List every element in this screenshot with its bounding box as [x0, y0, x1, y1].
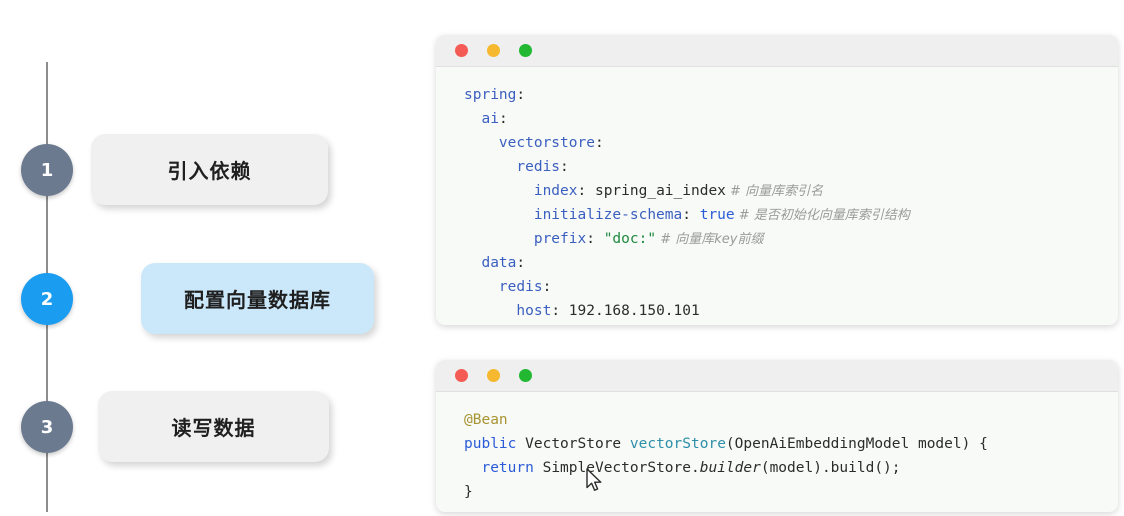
code-token-key: host: [516, 303, 552, 319]
maximize-icon[interactable]: [519, 369, 532, 382]
code-token-punc: :: [498, 111, 508, 127]
code-token-key: prefix: [533, 231, 587, 247]
code-token-plain: [621, 436, 630, 452]
code-line: vectorstore:: [464, 131, 1118, 155]
code-token-cmt: # 向量库key前缀: [656, 232, 764, 247]
timeline-step-1[interactable]: 1 引入依赖: [0, 118, 420, 218]
code-token-bool: true: [699, 207, 735, 223]
timeline-step-3[interactable]: 3 读写数据: [0, 375, 420, 475]
step-number-badge-2: 2: [21, 273, 73, 325]
close-icon[interactable]: [455, 44, 468, 57]
code-line: @Bean: [464, 408, 1118, 432]
code-token-anno: @Bean: [464, 412, 508, 428]
code-token-fn: vectorStore: [629, 436, 726, 452]
code-token-plain: (model).build();: [760, 460, 901, 476]
code-token-punc: :: [551, 303, 569, 319]
code-line: public VectorStore vectorStore(OpenAiEmb…: [464, 432, 1118, 456]
step-pill-1[interactable]: 引入依赖: [91, 134, 328, 205]
step-pill-2[interactable]: 配置向量数据库: [141, 263, 374, 334]
maximize-icon[interactable]: [519, 44, 532, 57]
code-token-kw: public: [464, 436, 517, 452]
code-token-key: redis: [498, 279, 543, 295]
minimize-icon[interactable]: [487, 369, 500, 382]
code-token-kw: return: [481, 460, 534, 476]
code-token-cmt: # 是否初始化向量库索引结构: [734, 208, 910, 223]
code-content-yaml[interactable]: spring: ai: vectorstore: redis: index: s…: [436, 67, 1118, 325]
code-token-key: index: [533, 183, 578, 199]
code-token-cmt: # 向量库索引名: [725, 184, 824, 199]
code-token-plain: spring_ai_index: [594, 183, 726, 199]
step-pill-3[interactable]: 读写数据: [98, 391, 329, 462]
code-line: index: spring_ai_index # 向量库索引名: [464, 179, 1118, 203]
code-token-punc: :: [586, 231, 604, 247]
code-line: ai:: [464, 107, 1118, 131]
code-token-type: VectorStore: [525, 436, 622, 452]
code-line: prefix: "doc:" # 向量库key前缀: [464, 227, 1118, 251]
code-token-key: initialize-schema: [533, 207, 683, 223]
code-token-plain: 192.168.150.101: [568, 303, 700, 319]
code-token-str: "doc:": [603, 231, 657, 247]
code-line: redis:: [464, 275, 1118, 299]
step-number-badge-3: 3: [21, 401, 73, 453]
close-icon[interactable]: [455, 369, 468, 382]
code-token-punc: :: [682, 207, 700, 223]
code-token-plain: }: [464, 484, 473, 500]
code-line: data:: [464, 251, 1118, 275]
code-token-key: vectorstore: [498, 135, 595, 151]
code-line: host: 192.168.150.101: [464, 299, 1118, 323]
code-token-punc: :: [516, 87, 526, 103]
code-token-punc: :: [516, 255, 526, 271]
code-token-key: ai: [481, 111, 499, 127]
code-token-plain: (OpenAiEmbeddingModel model) {: [725, 436, 988, 452]
code-token-key: spring: [464, 87, 517, 103]
code-line: redis:: [464, 155, 1118, 179]
code-content-java[interactable]: @Bean public VectorStore vectorStore(Open…: [436, 392, 1118, 512]
code-token-punc: :: [542, 279, 552, 295]
code-token-key: data: [481, 255, 517, 271]
code-line: spring:: [464, 83, 1118, 107]
step-number-badge-1: 1: [21, 144, 73, 196]
panel-titlebar: [436, 360, 1118, 392]
code-token-italic: builder: [699, 460, 761, 476]
code-token-punc: :: [577, 183, 595, 199]
code-token-punc: :: [594, 135, 604, 151]
code-line: return SimpleVectorStore.builder(model).…: [464, 456, 1118, 480]
code-token-punc: :: [560, 159, 569, 175]
code-panel-yaml-config: spring: ai: vectorstore: redis: index: s…: [436, 35, 1118, 325]
code-token-plain: SimpleVectorStore.: [533, 460, 700, 476]
minimize-icon[interactable]: [487, 44, 500, 57]
code-token-key: redis: [516, 159, 561, 175]
code-line: initialize-schema: true # 是否初始化向量库索引结构: [464, 203, 1118, 227]
code-panel-java-bean: @Bean public VectorStore vectorStore(Open…: [436, 360, 1118, 512]
code-line: }: [464, 480, 1118, 504]
panel-titlebar: [436, 35, 1118, 67]
timeline-step-2[interactable]: 2 配置向量数据库: [0, 247, 420, 347]
steps-timeline: 1 引入依赖 2 配置向量数据库 3 读写数据: [0, 0, 420, 516]
code-token-plain: [516, 436, 525, 452]
